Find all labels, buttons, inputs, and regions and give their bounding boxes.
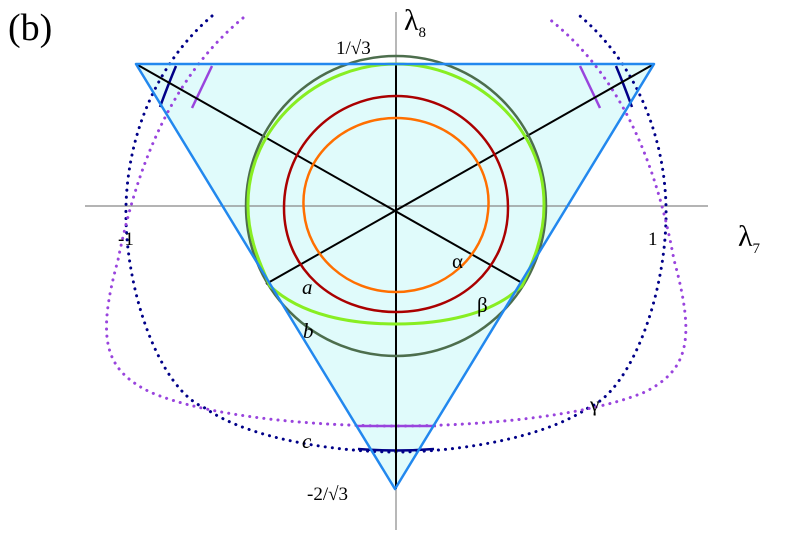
median-line-left (135, 63, 525, 285)
triangle-outline (134, 62, 656, 491)
label-alpha: α (452, 249, 463, 273)
curve-a (282, 94, 510, 314)
tick-label-x-neg: -1 (118, 229, 134, 250)
y-axis-label: λ8 (404, 4, 426, 41)
median-line-right (265, 63, 655, 285)
dotted-curve-gamma (105, 16, 688, 428)
x-axis-label: λ7 (738, 220, 761, 257)
tick-label-y-bottom: -2/√3 (307, 484, 348, 505)
label-c: c (302, 429, 312, 453)
panel-label: (b) (8, 7, 52, 49)
label-a: a (302, 275, 313, 299)
tick-label-y-top: 1/√3 (336, 38, 371, 59)
label-beta: β (477, 293, 488, 317)
tick-label-x-pos: 1 (648, 229, 658, 250)
label-b: b (303, 319, 314, 343)
curve-alpha (302, 116, 490, 294)
curve-gamma-segment-left (190, 65, 214, 109)
curve-beta (246, 62, 546, 326)
circle-b (244, 54, 548, 358)
curve-gamma-segment-right (578, 65, 602, 109)
label-gamma: γ (589, 392, 599, 416)
